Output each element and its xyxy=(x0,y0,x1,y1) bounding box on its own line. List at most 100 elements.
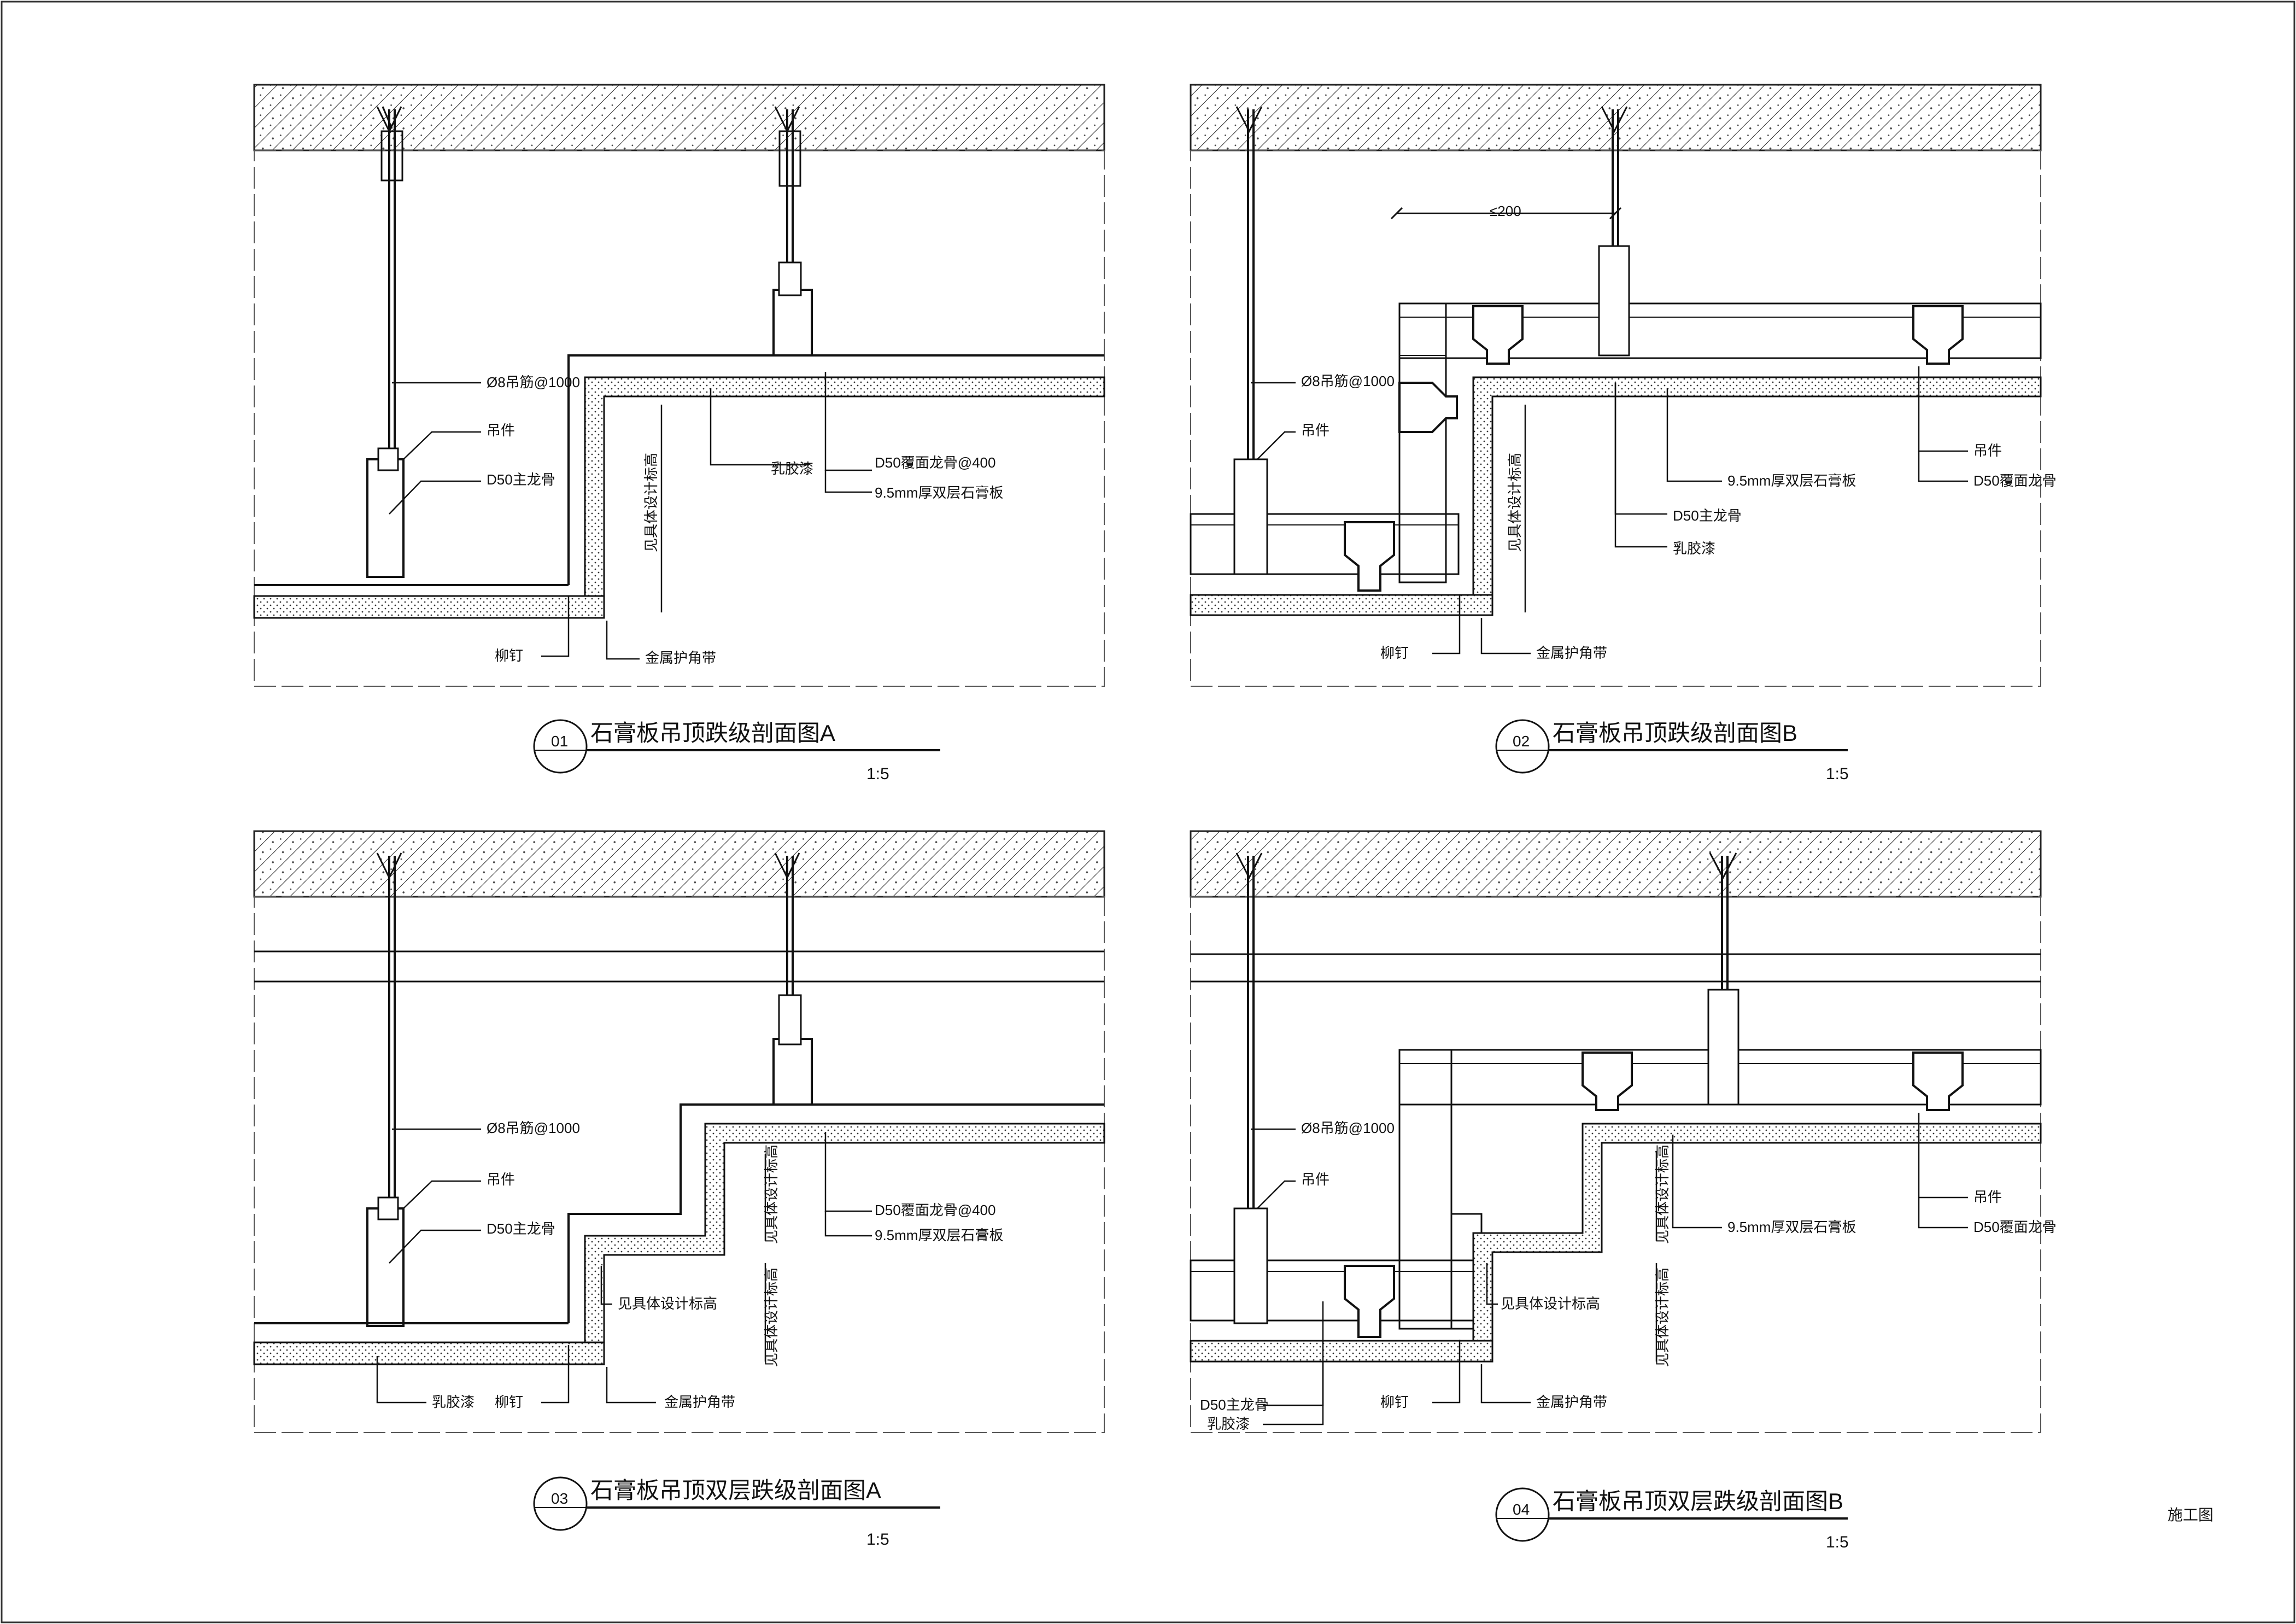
gypsum-board-stepped xyxy=(584,1123,1105,1365)
label-rivet: 柳钉 xyxy=(1380,1394,1409,1410)
cover-keel-profile xyxy=(1344,521,1395,592)
cover-keel-profile xyxy=(1344,1265,1395,1338)
label-corner: 金属护角带 xyxy=(645,650,716,666)
hanging-rod xyxy=(774,106,801,262)
label-elevation: 见具体设计标高 xyxy=(1507,453,1523,552)
drawing-scale: 1:5 xyxy=(866,1530,889,1549)
cover-keel-profile xyxy=(1398,382,1458,433)
drawing-number-circle xyxy=(533,1476,588,1531)
hanger xyxy=(377,447,399,471)
label-board: 9.5mm厚双层石膏板 xyxy=(1727,472,1856,489)
upper-ceiling-line xyxy=(567,354,1104,585)
vertical-keel-frame xyxy=(1398,302,1447,583)
drawing-title: 石膏板吊顶跌级剖面图A xyxy=(590,720,835,746)
label-corner: 金属护角带 xyxy=(1536,645,1607,661)
leader-lines xyxy=(1251,1113,1968,1426)
gypsum-board-lower xyxy=(253,595,605,619)
label-elevation-b: 见具体设计标高 xyxy=(1501,1295,1600,1312)
label-hanger-left: 吊件 xyxy=(1301,1171,1329,1188)
label-elevation-b: 见具体设计标高 xyxy=(618,1295,717,1312)
drawing-scale: 1:5 xyxy=(866,765,889,783)
label-corner: 金属护角带 xyxy=(664,1394,735,1410)
drawing-04: Ø8吊筋@1000 吊件 9.5mm厚双层石膏板 吊件 D50覆面龙骨 见具体设… xyxy=(1190,830,2057,1551)
ceiling-slab xyxy=(1190,84,2042,151)
label-rivet: 柳钉 xyxy=(495,647,523,664)
hanging-rod xyxy=(376,106,403,459)
label-rod: Ø8吊筋@1000 xyxy=(487,374,580,390)
drawing-number-circle xyxy=(1495,719,1550,774)
drawing-scale: 1:5 xyxy=(1826,1533,1849,1551)
label-cover-keel: D50覆面龙骨@400 xyxy=(875,454,995,471)
drawing-01: Ø8吊筋@1000 吊件 D50主龙骨 乳胶漆 D50覆面龙骨@400 9.5m… xyxy=(253,84,1105,783)
gypsum-board-stepped xyxy=(1472,1123,2042,1363)
label-rivet: 柳钉 xyxy=(495,1394,523,1410)
label-board: 9.5mm厚双层石膏板 xyxy=(875,484,1003,501)
sheet-stamp: 施工图 xyxy=(2168,1506,2213,1523)
gypsum-board-lower xyxy=(1190,594,1493,616)
drawing-03: Ø8吊筋@1000 吊件 D50主龙骨 D50覆面龙骨@400 9.5mm厚双层… xyxy=(253,830,1105,1549)
label-hanger-right: 吊件 xyxy=(1973,1189,2002,1205)
drawing-title: 石膏板吊顶双层跌级剖面图A xyxy=(590,1477,881,1503)
drawing-number: 03 xyxy=(551,1490,568,1507)
label-elevation-a: 见具体设计标高 xyxy=(763,1144,780,1244)
label-paint: 乳胶漆 xyxy=(1207,1416,1250,1432)
drawing-number-circle xyxy=(1495,1487,1550,1542)
hanging-rod xyxy=(1709,852,1737,990)
hanging-rod xyxy=(1235,106,1263,459)
hanger xyxy=(377,1196,399,1220)
main-keel xyxy=(366,1207,405,1327)
hanger xyxy=(1233,1207,1268,1324)
hanger xyxy=(778,994,802,1045)
label-paint: 乳胶漆 xyxy=(771,460,813,477)
label-rod: Ø8吊筋@1000 xyxy=(1301,373,1395,389)
detail-boundary xyxy=(254,150,1105,687)
label-hanger: 吊件 xyxy=(487,422,515,439)
lower-keel-frame xyxy=(1190,513,1460,575)
hanger xyxy=(1598,245,1630,357)
gypsum-board-upper xyxy=(1472,376,2042,616)
hanger xyxy=(778,261,802,296)
drawing-number: 01 xyxy=(551,733,568,750)
main-keel xyxy=(772,289,813,357)
drawing-number: 04 xyxy=(1513,1501,1530,1518)
label-board: 9.5mm厚双层石膏板 xyxy=(875,1227,1003,1243)
main-keel xyxy=(366,458,405,578)
hanging-rod xyxy=(774,852,800,995)
label-elevation-a: 见具体设计标高 xyxy=(1654,1144,1671,1244)
drawing-number-circle xyxy=(533,719,588,774)
gypsum-board-lower xyxy=(1190,1340,1493,1363)
hanging-rod xyxy=(1601,106,1628,246)
drawing-number: 02 xyxy=(1513,733,1530,750)
drawing-scale: 1:5 xyxy=(1826,765,1849,783)
label-cover-keel: D50覆面龙骨@400 xyxy=(875,1202,995,1218)
cover-keel-profile xyxy=(1912,1051,1964,1111)
label-hanger-left: 吊件 xyxy=(1301,422,1329,439)
hanger xyxy=(1233,458,1268,575)
gypsum-board-lower xyxy=(253,1341,605,1365)
label-paint: 乳胶漆 xyxy=(432,1394,475,1410)
label-hanger: 吊件 xyxy=(487,1171,515,1188)
leader-lines xyxy=(376,1128,872,1404)
vertical-keel-frame xyxy=(1398,1049,1452,1330)
drawing-title: 石膏板吊顶跌级剖面图B xyxy=(1553,720,1797,746)
hanging-rod xyxy=(1235,852,1263,1208)
label-cover-keel: D50覆面龙骨 xyxy=(1973,1219,2057,1235)
leader-lines xyxy=(389,372,872,660)
main-keel xyxy=(772,1038,813,1106)
label-corner: 金属护角带 xyxy=(1536,1394,1607,1410)
label-dimension: ≤200 xyxy=(1490,203,1521,219)
vertical-keel-frame xyxy=(1399,1104,1452,1329)
label-cover-keel: D50覆面龙骨 xyxy=(1973,472,2057,489)
label-rod: Ø8吊筋@1000 xyxy=(487,1120,580,1136)
hanger xyxy=(1707,989,1739,1106)
label-paint: 乳胶漆 xyxy=(1673,540,1715,557)
label-elevation-c: 见具体设计标高 xyxy=(1654,1267,1671,1367)
vertical-keel-frame xyxy=(1399,355,1446,583)
label-rod: Ø8吊筋@1000 xyxy=(1301,1120,1395,1136)
gypsum-board-upper xyxy=(584,376,1105,619)
detail-boundary xyxy=(1190,150,2041,687)
hanging-rod xyxy=(376,852,402,1203)
drawing-title: 石膏板吊顶双层跌级剖面图B xyxy=(1553,1488,1843,1514)
label-main-keel: D50主龙骨 xyxy=(1673,507,1742,524)
ceiling-slab xyxy=(1190,830,2042,898)
